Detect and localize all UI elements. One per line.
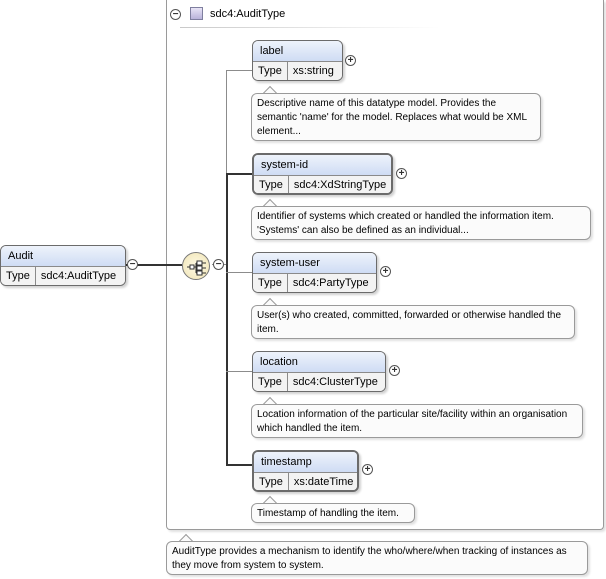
expand-icon[interactable]: + (389, 365, 400, 376)
type-label: Type (253, 274, 288, 292)
element-label[interactable]: label Type xs:string (252, 40, 343, 81)
type-value: xs:dateTime (293, 476, 354, 488)
expand-icon[interactable]: + (345, 55, 356, 66)
branch-location (226, 371, 252, 372)
branch-system-user (226, 272, 252, 273)
type-value: sdc4:PartyType (292, 277, 369, 289)
annotation-timestamp: Timestamp of handling the item. (251, 503, 415, 523)
expand-icon[interactable]: + (396, 168, 407, 179)
sequence-compositor-icon (187, 260, 206, 276)
branch-system-id (226, 173, 252, 175)
type-label: Type (254, 473, 289, 490)
expand-icon[interactable]: + (362, 464, 373, 475)
branch-label (226, 70, 252, 71)
element-name: system-id (254, 155, 391, 176)
type-frame (166, 0, 604, 530)
root-collapse-icon[interactable]: − (127, 259, 138, 270)
type-label: Type (253, 373, 288, 391)
type-value: sdc4:ClusterType (292, 376, 378, 388)
type-value: sdc4:AuditType (40, 270, 117, 282)
type-label: Type (1, 267, 36, 285)
expand-icon[interactable]: + (380, 266, 391, 277)
complex-type-icon (190, 7, 203, 20)
frame-title-divider (180, 27, 440, 28)
required-trunk-line (226, 173, 228, 466)
sequence-collapse-icon[interactable]: − (213, 259, 224, 270)
element-name: label (253, 41, 342, 62)
annotation-location: Location information of the particular s… (251, 404, 583, 438)
element-timestamp[interactable]: timestamp Type xs:dateTime (252, 450, 359, 492)
annotation-system-id: Identifier of systems which created or h… (251, 206, 591, 240)
root-connector (126, 264, 182, 266)
annotation-label: Descriptive name of this datatype model.… (251, 93, 541, 141)
annotation-audit-type: AuditType provides a mechanism to identi… (166, 541, 588, 575)
type-value: xs:string (292, 65, 334, 77)
branch-timestamp (226, 464, 252, 466)
element-system-id[interactable]: system-id Type sdc4:XdStringType (252, 153, 393, 195)
element-system-user[interactable]: system-user Type sdc4:PartyType (252, 252, 377, 293)
element-name: Audit (1, 246, 125, 267)
sequence-compositor[interactable] (182, 252, 210, 280)
frame-collapse-icon[interactable]: − (170, 9, 181, 20)
annotation-system-user: User(s) who created, committed, forwarde… (251, 305, 575, 339)
element-name: system-user (253, 253, 376, 274)
element-location[interactable]: location Type sdc4:ClusterType (252, 351, 386, 392)
type-frame-title: sdc4:AuditType (210, 8, 286, 20)
element-name: location (253, 352, 385, 373)
root-element-audit[interactable]: Audit Type sdc4:AuditType (0, 245, 126, 286)
type-label: Type (253, 62, 288, 80)
type-label: Type (254, 176, 289, 193)
element-name: timestamp (254, 452, 357, 473)
type-value: sdc4:XdStringType (293, 179, 387, 191)
